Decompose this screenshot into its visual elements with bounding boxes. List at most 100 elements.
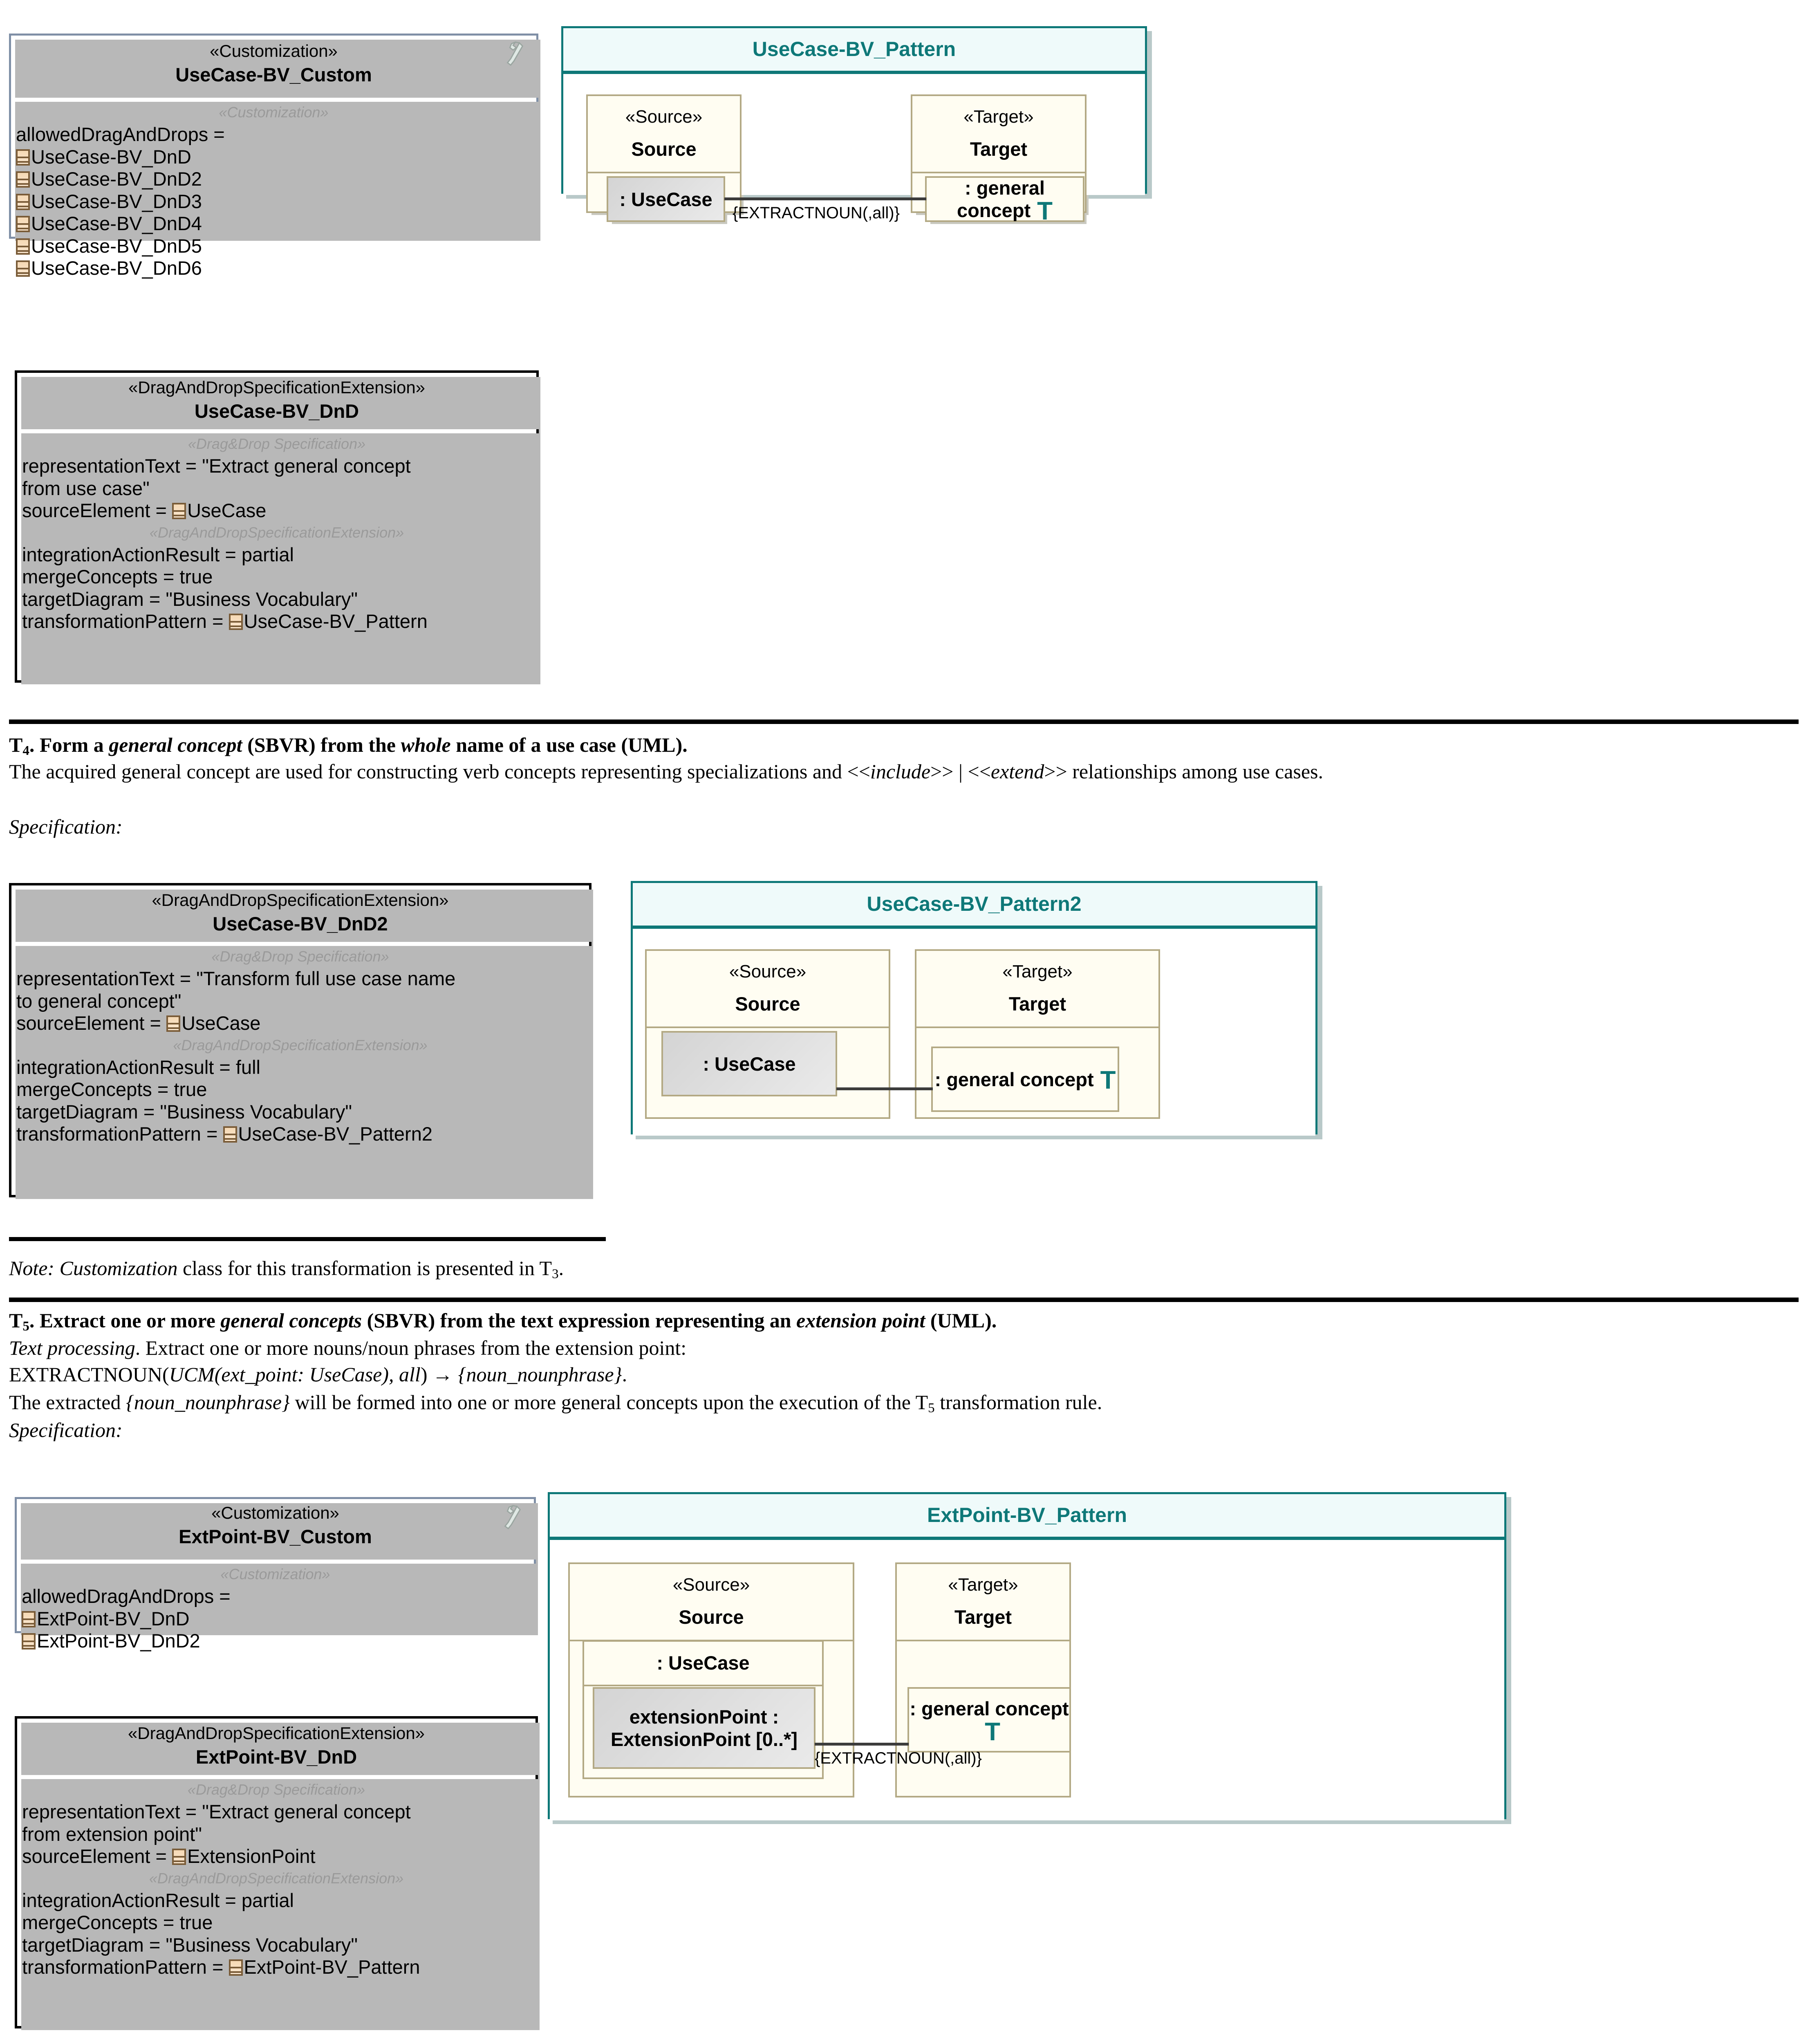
uml-class-icon [223,1126,237,1143]
source-stereotype: «Source» [625,107,703,127]
transformation-pattern-attr: transformationPattern = UseCase-BV_Patte… [22,610,531,633]
list-item: UseCase-BV_DnD4 [16,213,531,235]
target-role-header: «Target» Target [916,951,1158,1028]
pattern-constraint-label: {EXTRACTNOUN(,all)} [733,204,900,222]
representation-text-line2: from use case" [22,477,150,499]
pattern-title: UseCase-BV_Pattern2 [633,883,1315,929]
t4-heading-em2: whole [401,733,451,756]
extpoint-dnd-comp2-stereotype: «DragAndDropSpecificationExtension» [149,1869,404,1887]
extpoint-custom-compartment: «Customization» allowedDragAndDrops = Ex… [15,1560,538,1652]
source-element-label: sourceElement = [16,1012,167,1034]
t4-spec-label-text: Specification: [9,815,123,838]
uml-class-icon [16,216,30,233]
note-sub: 3 [552,1266,559,1282]
box-shadow [16,890,593,946]
extpoint-dnd-header-body: «DragAndDropSpecificationExtension» ExtP… [17,1719,535,1775]
target-diagram: targetDiagram = "Business Vocabulary" [16,1100,352,1123]
target-stereotype: «Target» [948,1575,1018,1595]
short-section-rule [9,1237,606,1241]
pattern-title: UseCase-BV_Pattern [563,28,1145,74]
target-name: Target [1008,993,1066,1015]
source-role-header: «Source» Source [647,951,889,1028]
source-element-label: sourceElement = [22,500,173,522]
integration-action-result: integrationActionResult = full [16,1056,260,1078]
source-stereotype: «Source» [729,961,807,982]
usecase-dnd2-comp1-stereotype: «Drag&Drop Specification» [211,948,389,965]
merge-concepts: mergeConcepts = true [22,566,213,588]
source-instance-label: extensionPoint : ExtensionPoint [0..*] [611,1706,798,1750]
pattern-frame: UseCase-BV_Pattern «Source» Source : Use… [561,26,1147,224]
t5-spec-label-text: Specification: [9,1419,123,1441]
t4-heading-b: (SBVR) from the [242,733,401,756]
uml-class-icon [229,1959,243,1976]
transformation-pattern-label: transformationPattern = [16,1123,223,1145]
uml-class-icon [172,503,186,520]
representation-text-line1: representationText = "Transform full use… [16,968,456,990]
t5-heading-c: (UML). [925,1309,997,1332]
t5-specification-label: Specification: [9,1417,123,1443]
pattern-body: «Source» Source : UseCase «Target» Targe… [563,74,1145,224]
list-item: UseCase-BV_DnD6 [16,257,531,280]
representation-text-line2: to general concept" [16,990,181,1012]
extpoint-custom-header-box: «Customization» ExtPoint-BV_Custom [15,1497,538,1564]
target-role-header: «Target» Target [912,96,1085,173]
merge-concepts: mergeConcepts = true [16,1078,207,1100]
integration-action-result: integrationActionResult = partial [22,543,294,565]
source-element-value: UseCase [187,500,267,522]
t5-heading-pre: T [9,1309,23,1332]
usecase-dnd-name: UseCase-BV_DnD [194,400,359,422]
source-element-attr: sourceElement = UseCase [22,500,531,522]
t5-extracted: The extracted {noun_nounphrase} will be … [9,1389,1799,1417]
target-diagram: targetDiagram = "Business Vocabulary" [22,1934,358,1956]
extpoint-custom-compartment-stereotype: «Customization» [220,1566,330,1582]
target-role-header: «Target» Target [897,1564,1069,1641]
target-stereotype: «Target» [1002,961,1073,982]
pattern-body: «Source» Source : UseCase extensionPoint… [550,1540,1504,1820]
usecase-dnd-header-body: «DragAndDropSpecificationExtension» UseC… [17,373,536,429]
source-instance-usecase: : UseCase [661,1031,839,1098]
target-stereotype: «Target» [963,107,1034,127]
list-item: ExtPoint-BV_DnD [22,1608,529,1630]
usecase-custom-header-body: «Customization» UseCase-BV_Custom [11,36,536,98]
note-em: Customization [59,1257,178,1280]
uml-class-icon [229,614,243,630]
source-name: Source [631,138,697,160]
list-item-label: UseCase-BV_DnD3 [31,190,202,212]
target-role-box: «Target» Target [895,1562,1073,1800]
target-instance-label: : general concept [910,1698,1069,1719]
t4-heading: T4. Form a general concept (SBVR) from t… [9,732,1799,760]
t4-body: The acquired general concept are used fo… [9,760,1324,783]
uml-class-icon [16,238,30,255]
textproc-em: Text processing [9,1336,135,1359]
t4-heading-em1: general concept [109,733,242,756]
extpoint-dnd-comp1-stereotype: «Drag&Drop Specification» [187,1781,365,1798]
target-name: Target [970,138,1028,160]
uml-class-icon [22,1633,36,1650]
source-instance-usecase: : UseCase [607,176,727,224]
extpoint-custom-header-body: «Customization» ExtPoint-BV_Custom [17,1499,534,1560]
target-instance-general-concept: : general conceptT [907,1687,1073,1755]
extpoint-dnd-attrs: «Drag&Drop Specification» representation… [17,1775,535,2026]
usecase-dnd-attrs: «Drag&Drop Specification» representation… [17,429,536,680]
formula-b: ) → [420,1363,458,1386]
teal-t-icon: T [985,1718,1000,1746]
list-item-label: UseCase-BV_DnD2 [31,168,202,190]
usecase-bv-pattern-diagram: UseCase-BV_Pattern «Source» Source : Use… [561,26,1152,224]
extpoint-custom-name: ExtPoint-BV_Custom [179,1526,372,1548]
t4-specification-label: Specification: [9,814,123,840]
source-element-value: ExtensionPoint [187,1845,316,1867]
section-rule [9,719,1799,724]
usecase-dnd-stereotype: «DragAndDropSpecificationExtension» [128,378,426,397]
usecase-dnd-comp2-stereotype: «DragAndDropSpecificationExtension» [149,524,404,541]
formula-c: . [622,1363,627,1386]
extracted-em: {noun_nounphrase} [125,1391,290,1414]
source-name: Source [735,993,800,1015]
extpoint-dnd-header-box: «DragAndDropSpecificationExtension» ExtP… [15,1716,540,1779]
uml-class-icon [22,1611,36,1627]
extpoint-dnd-name: ExtPoint-BV_DnD [195,1746,357,1768]
extpoint-custom-attrs: «Customization» allowedDragAndDrops = Ex… [17,1560,534,1652]
uml-class-icon [16,171,30,188]
t5-heading-a: . Extract one or more [29,1309,221,1332]
source-element-value: UseCase [181,1012,261,1034]
